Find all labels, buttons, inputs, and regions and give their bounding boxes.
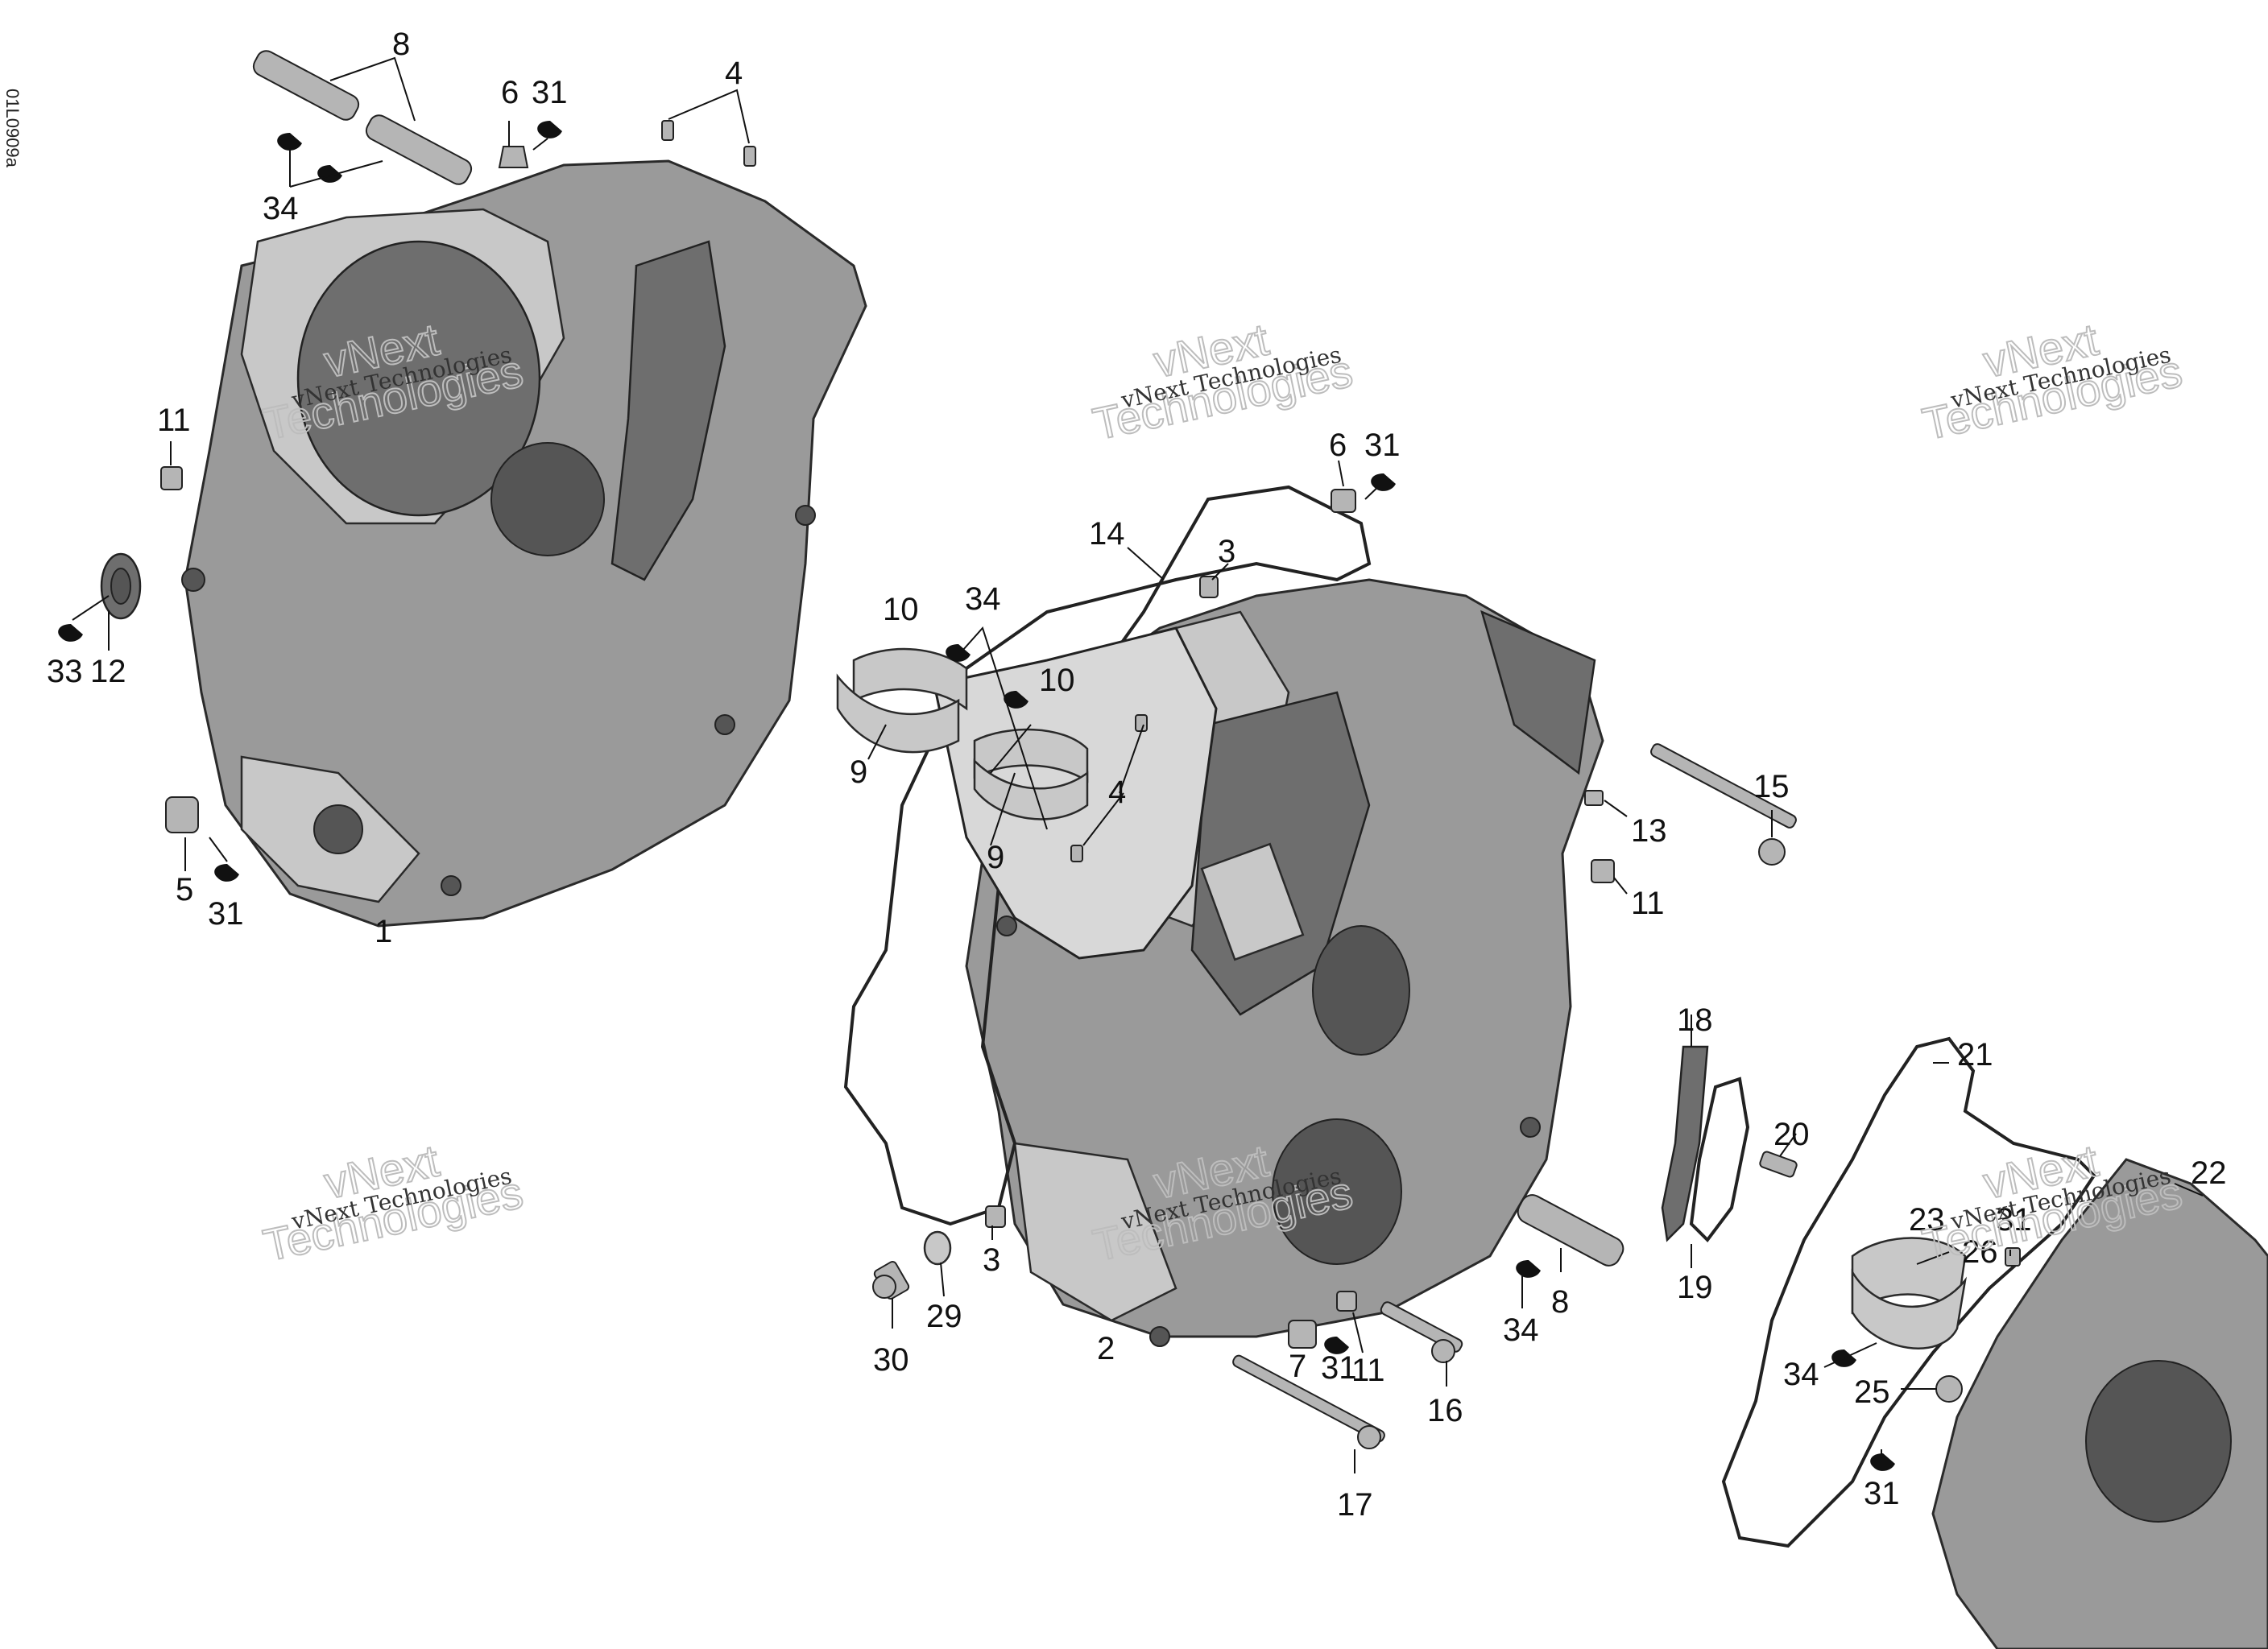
callout: 15: [1753, 769, 1790, 804]
callout: 34: [1783, 1357, 1819, 1392]
dowel-4-b: [743, 146, 756, 167]
callout: 11: [1351, 1353, 1385, 1388]
callout: 3: [1218, 534, 1235, 569]
callout: 10: [883, 592, 919, 627]
dowel-11-right: [1591, 859, 1615, 883]
dowel-26: [2005, 1247, 2021, 1267]
oil-seal-12-inner: [110, 568, 131, 605]
callout: 20: [1773, 1117, 1810, 1152]
callout: 2: [1097, 1331, 1115, 1366]
callout: 34: [263, 191, 299, 226]
callout: 31: [1996, 1202, 2032, 1238]
callout: 31: [1864, 1476, 1900, 1511]
callout: 9: [850, 754, 867, 790]
cover-bore: [2085, 1360, 2232, 1523]
callout: 26: [1962, 1234, 1998, 1270]
callout: 18: [1677, 1002, 1713, 1038]
dowel-6-top: [498, 146, 529, 168]
callout: 31: [208, 896, 244, 932]
callout: 19: [1677, 1270, 1713, 1305]
callout-labels: 1 2 3 3 4 4 5 6 6 7 8 8 9 9 10 10 11 11 …: [47, 27, 2227, 1523]
callout: 34: [965, 581, 1001, 617]
bolt-15: [1650, 743, 1797, 866]
callout: 1: [375, 914, 392, 949]
dowel-13: [1584, 790, 1604, 806]
dowel-pins-top: [252, 50, 473, 185]
dowel-11-bottom: [1336, 1291, 1357, 1312]
document-id: 01L0909a: [2, 89, 23, 168]
callout: 6: [1329, 428, 1347, 463]
callout: 10: [1039, 663, 1075, 698]
callout: 4: [725, 56, 743, 91]
ring-25: [1935, 1375, 1963, 1403]
crankcase-left: [181, 159, 867, 928]
callout: 8: [392, 27, 410, 62]
callout: 30: [873, 1342, 909, 1378]
oil-strainer-18: [1661, 1045, 1709, 1242]
callout: 29: [926, 1299, 962, 1334]
bolt-30: [872, 1261, 910, 1300]
callout: 25: [1854, 1374, 1890, 1410]
dowel-3-top: [1199, 576, 1219, 598]
main-bearing-left: [836, 647, 968, 754]
main-bearing-right: [973, 728, 1089, 820]
dowel-4-center-b: [1070, 845, 1083, 862]
sleeve-5: [165, 796, 199, 833]
dowel-3-bottom: [985, 1205, 1006, 1228]
callout: 8: [1551, 1284, 1569, 1320]
callout: 14: [1089, 516, 1125, 552]
sleeve-7: [1288, 1320, 1317, 1349]
callout: 34: [1503, 1312, 1539, 1348]
strainer-gasket-19: [1689, 1077, 1750, 1243]
callout: 12: [90, 654, 126, 689]
dowel-6-center: [1331, 489, 1356, 513]
callout: 31: [1364, 428, 1401, 463]
callout: 5: [176, 872, 193, 907]
callout: 31: [532, 75, 568, 110]
dowel-pin-8-right: [1517, 1194, 1624, 1267]
callout: 6: [501, 75, 519, 110]
crankcase-gasket: [843, 485, 1372, 1226]
bolt-17: [1232, 1354, 1385, 1449]
callout: 11: [157, 403, 191, 438]
cover-gasket-21: [1721, 1036, 2096, 1548]
callout: 22: [2191, 1155, 2227, 1191]
callout: 23: [1909, 1202, 1945, 1238]
callout: 11: [1631, 886, 1665, 921]
callout: 21: [1957, 1037, 1993, 1072]
callout: 3: [983, 1242, 1000, 1278]
washer-29: [923, 1230, 952, 1266]
callout: 31: [1321, 1350, 1357, 1386]
callout: 17: [1337, 1487, 1373, 1523]
callout: 9: [987, 840, 1004, 875]
dowel-4-a: [661, 120, 674, 141]
bolt-16: [1380, 1301, 1463, 1363]
callout: 33: [47, 654, 83, 689]
callout: 16: [1427, 1393, 1463, 1428]
callout: 7: [1289, 1349, 1306, 1384]
dowel-11-left: [160, 466, 183, 490]
bolt-20: [1759, 1151, 1798, 1178]
dowel-4-center-a: [1135, 714, 1148, 732]
leader-lines: [72, 56, 2204, 1473]
callout: 13: [1631, 813, 1667, 849]
callout: 4: [1108, 775, 1126, 810]
